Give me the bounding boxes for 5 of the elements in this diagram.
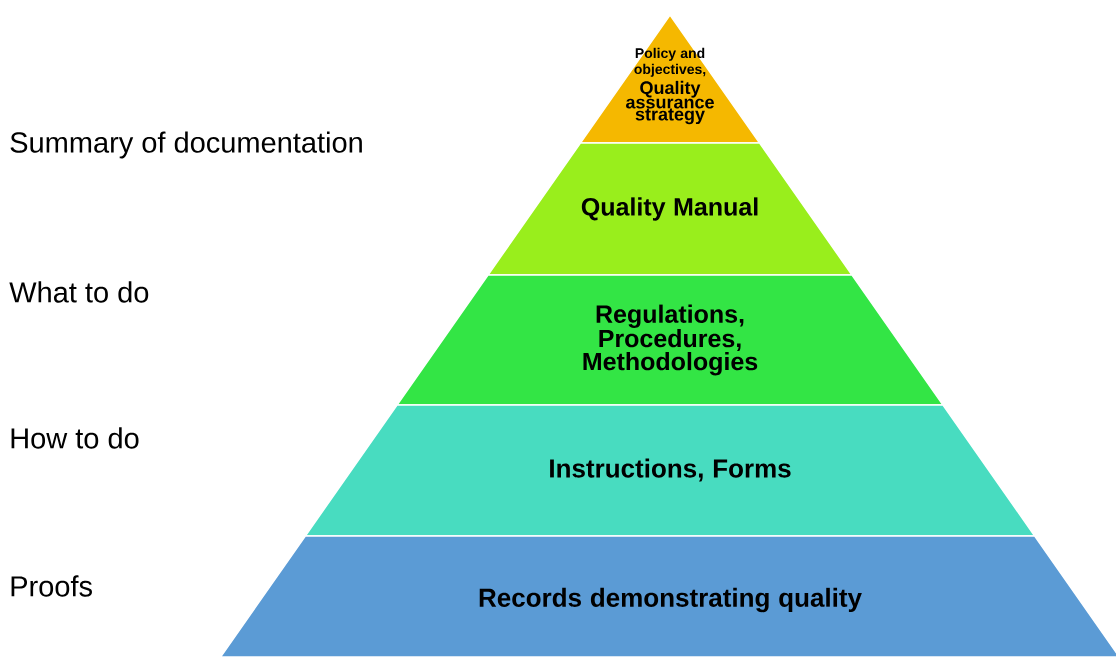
pyramid-level: Records demonstrating quality <box>219 535 1116 657</box>
level-caption: How to do <box>11 427 139 449</box>
level-caption: Summary of documentation <box>10 131 362 159</box>
level-caption: Proofs <box>11 575 92 597</box>
level-caption: What to do <box>9 281 149 303</box>
